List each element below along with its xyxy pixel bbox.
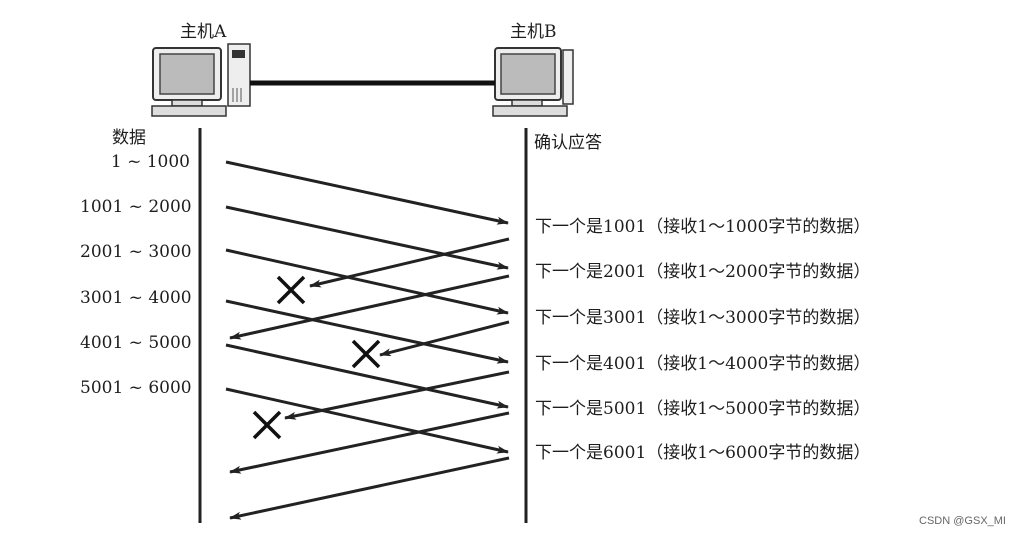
data-segment-label: 2001 ~ 3000 (80, 242, 192, 262)
packet-lost-x-icon (351, 339, 381, 369)
data-column-label: 数据 (112, 128, 146, 148)
ack-label: 下一个是1001（接收1～1000字节的数据） (535, 217, 871, 237)
lost-ack-arrow (379, 320, 510, 357)
data-segment-arrow (225, 387, 509, 454)
data-segment-label: 3001 ~ 4000 (80, 288, 192, 308)
data-segment-label: 1001 ~ 2000 (80, 197, 192, 217)
ack-arrow (229, 411, 510, 474)
packet-lost-x-icon (252, 410, 282, 440)
lost-ack-arrow (309, 237, 510, 288)
ack-arrow (229, 274, 510, 340)
host-a-computer-icon (151, 43, 251, 117)
data-segment-arrow (225, 248, 509, 315)
data-segment-arrow (225, 205, 509, 270)
ack-column-label: 确认应答 (534, 133, 602, 153)
host-b-computer-icon (492, 47, 574, 117)
watermark: CSDN @GSX_MI (919, 515, 1006, 527)
data-segment-arrow (225, 299, 509, 364)
x-mark-stroke (276, 275, 306, 305)
ack-label: 下一个是5001（接收1～5000字节的数据） (535, 399, 871, 419)
data-segment-label: 5001 ~ 6000 (80, 378, 192, 398)
data-segment-label: 1 ~ 1000 (110, 152, 190, 172)
ack-label: 下一个是4001（接收1～4000字节的数据） (535, 354, 871, 374)
data-segment-arrow (225, 343, 509, 409)
host-b-label: 主机B (510, 22, 557, 42)
data-segment-label: 4001 ~ 5000 (80, 333, 192, 353)
lost-ack-arrow (284, 370, 510, 420)
ack-label: 下一个是6001（接收1～6000字节的数据） (535, 443, 871, 463)
x-mark-stroke (252, 410, 282, 440)
ack-arrow (229, 456, 510, 520)
ack-label: 下一个是3001（接收1～3000字节的数据） (535, 308, 871, 328)
host-a-label: 主机A (180, 22, 227, 42)
data-segment-arrow (225, 160, 509, 225)
x-mark-stroke (351, 339, 381, 369)
packet-lost-x-icon (276, 275, 306, 305)
ack-label: 下一个是2001（接收1～2000字节的数据） (535, 262, 871, 282)
